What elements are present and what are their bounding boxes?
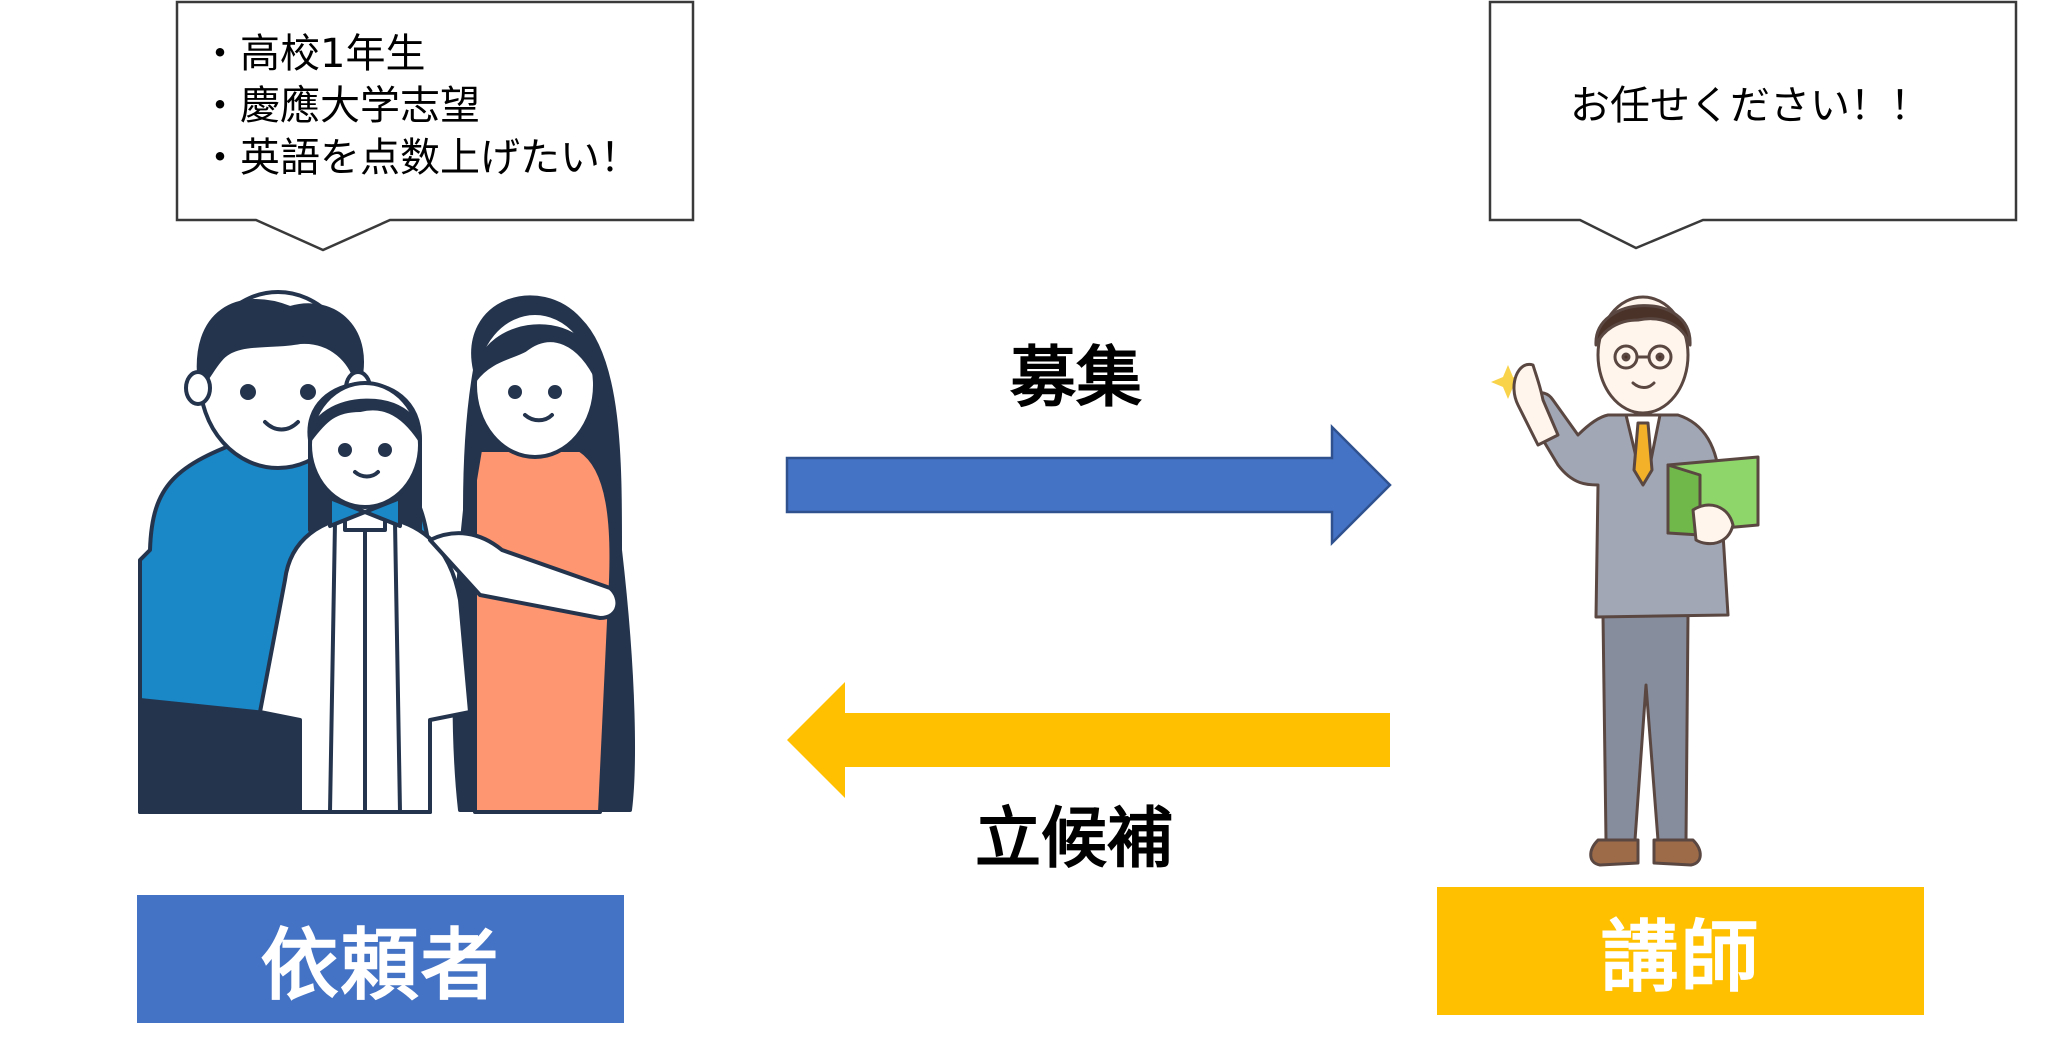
apply-arrow <box>787 682 1390 798</box>
recruit-arrow <box>785 423 1392 547</box>
client-role-label: 依頼者 <box>260 921 501 1011</box>
teacher-speech-bubble <box>1488 0 2018 250</box>
teacher-role-label: 講師 <box>1600 913 1761 1003</box>
teacher-bubble-line: お任せください！！ <box>1570 83 1930 129</box>
family-icon <box>138 290 635 814</box>
client-speech-bubble <box>175 0 695 252</box>
teacher-icon <box>1491 295 1760 867</box>
client-bubble-line: ・慶應大学志望 <box>200 83 480 129</box>
client-role-box: 依頼者 <box>137 895 624 1023</box>
apply-arrow-shape <box>787 682 1390 798</box>
apply-label: 立候補 <box>975 800 1173 877</box>
recruit-arrow-shape <box>785 423 1392 547</box>
recruit-label: 募集 <box>1010 339 1142 416</box>
teacher-role-box: 講師 <box>1437 887 1924 1015</box>
client-bubble-line: ・高校1年生 <box>200 31 426 77</box>
client-bubble-line: ・英語を点数上げたい！ <box>200 135 640 181</box>
teacher-bubble-text: お任せください！！ <box>1570 80 1930 132</box>
client-bubble-text: ・高校1年生 ・慶應大学志望 ・英語を点数上げたい！ <box>200 28 640 184</box>
